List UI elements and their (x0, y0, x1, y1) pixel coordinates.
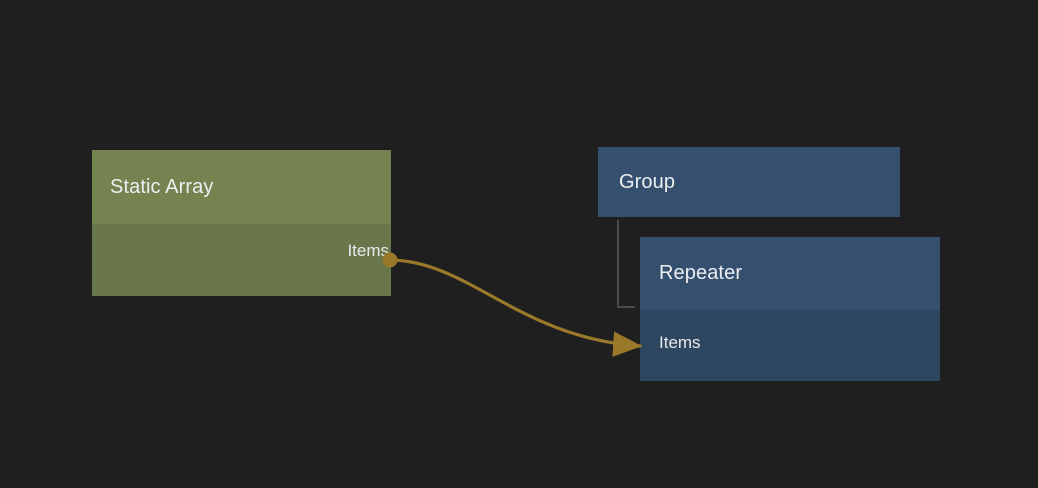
hierarchy-link-vertical-segment (617, 220, 619, 306)
node-static-array[interactable]: Static Array Items (92, 150, 391, 296)
hierarchy-link-group-repeater (617, 220, 641, 308)
node-group-title: Group (619, 170, 676, 193)
hierarchy-link-horizontal-segment (617, 306, 635, 308)
node-group-header[interactable]: Group (598, 147, 900, 217)
node-repeater-body: Items (640, 310, 940, 381)
node-repeater-header[interactable]: Repeater (640, 237, 940, 310)
node-repeater[interactable]: Repeater Items (640, 237, 940, 381)
port-row-repeater-items[interactable]: Items (640, 326, 940, 360)
port-label-repeater-items: Items (659, 333, 701, 352)
node-group[interactable]: Group (598, 147, 900, 217)
node-static-array-header[interactable]: Static Array (92, 150, 391, 224)
connection-items-to-items[interactable] (390, 258, 642, 357)
node-static-array-title: Static Array (110, 175, 214, 198)
port-label-static-array-items: Items (347, 241, 389, 260)
port-row-static-array-items[interactable]: Items (92, 234, 391, 268)
node-repeater-title: Repeater (659, 262, 743, 284)
node-static-array-body: Items (92, 224, 391, 296)
